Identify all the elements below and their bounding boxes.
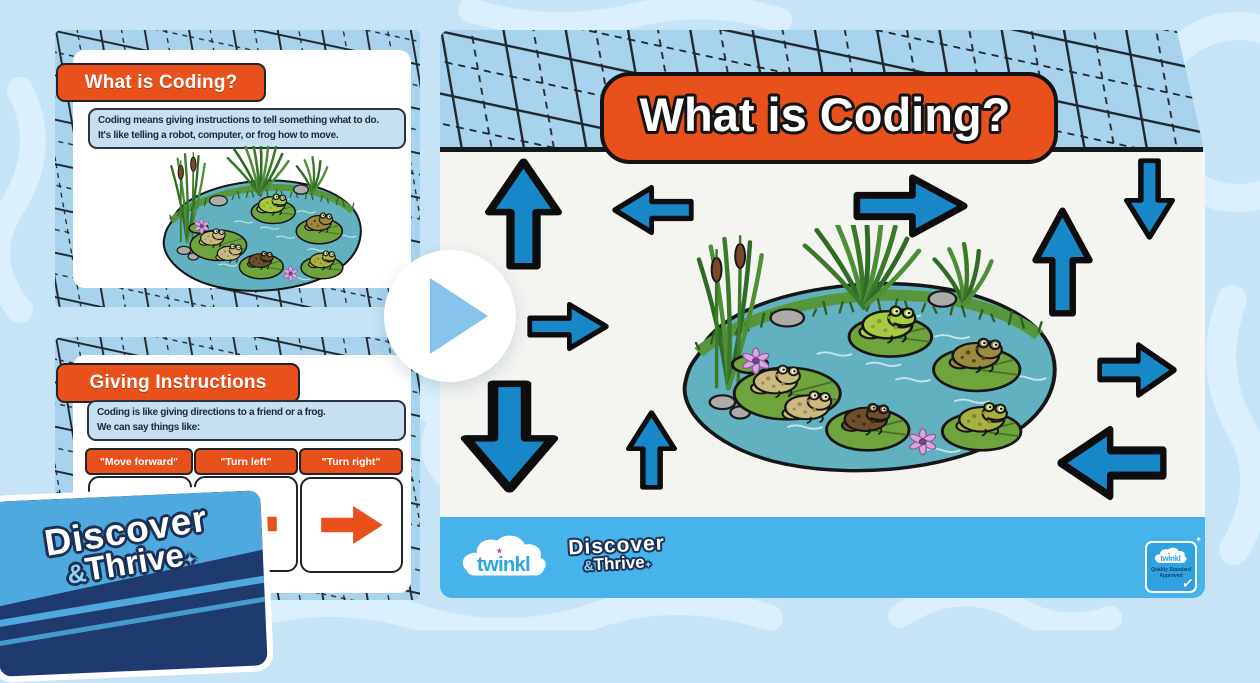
play-button[interactable] (384, 250, 516, 382)
up-arrow (482, 158, 565, 270)
main-title: What is Coding? (640, 88, 1011, 141)
slide1-title: What is Coding? (84, 71, 238, 93)
slide-thumbnail-1[interactable]: What is Coding? Coding means giving inst… (55, 30, 420, 307)
up-arrow (624, 410, 679, 490)
left-arrow (1057, 423, 1167, 503)
slide1-info-box: Coding means giving instructions to tell… (88, 108, 406, 149)
slide2-title-banner: Giving Instructions (56, 363, 300, 403)
pond-illustration (640, 225, 1072, 483)
down-arrow (1122, 158, 1177, 240)
direction-arrows (440, 30, 1205, 598)
twinkl-logo: twinkl ★ (458, 530, 552, 576)
turn-right-label: "Turn right" (299, 448, 403, 475)
move-forward-label: "Move forward" (85, 448, 193, 475)
slide2-body-line2: We can say things like: (97, 421, 200, 433)
check-icon: ✓ (1181, 574, 1195, 592)
sparkle-icon: ✦ (183, 550, 198, 569)
play-icon (430, 278, 488, 354)
twinkl-wordmark: twinkl (477, 554, 530, 576)
discover-thrive-logo: Discover &Thrive✦ (551, 531, 683, 578)
badge-text: Quality Standard Approved (1150, 567, 1191, 579)
down-arrow (457, 380, 562, 493)
discover-thrive-card: Discover &Thrive✦ (0, 483, 274, 683)
quality-standard-badge: twinkl ★ Quality Standard Approved ✓ ✦ (1145, 535, 1202, 593)
right-arrow (1097, 340, 1177, 400)
slide-footer: twinkl ★ Discover &Thrive✦ twinkl ★ Qual… (440, 517, 1205, 598)
background-doodles (0, 0, 1260, 630)
slide2-body-line1: Coding is like giving directions to a fr… (97, 407, 326, 418)
sparkle-icon: ✦ (1195, 535, 1202, 544)
star-icon: ★ (496, 546, 504, 556)
slide1-body-line2: It's like telling a robot, computer, or … (98, 129, 339, 141)
pond-illustration (140, 146, 370, 298)
right-arrow (527, 300, 609, 353)
right-arrow (853, 172, 968, 240)
sparkle-icon: ✦ (644, 560, 652, 570)
twinkl-badge-logo: twinkl ★ (1153, 546, 1189, 563)
left-arrow (612, 183, 694, 237)
svg-text:twinkl: twinkl (1160, 554, 1180, 563)
svg-text:★: ★ (1167, 552, 1170, 556)
slide1-title-banner: What is Coding? (56, 63, 266, 102)
main-title-banner: What is Coding? (600, 72, 1058, 164)
turn-left-label: "Turn left" (194, 448, 298, 475)
right-arrow-box (300, 477, 403, 573)
right-arrow-icon (319, 502, 385, 548)
slide2-info-box: Coding is like giving directions to a fr… (87, 400, 406, 441)
slide1-body-line1: Coding means giving instructions to tell… (98, 115, 379, 126)
main-slide-preview[interactable]: What is Coding? twinkl ★ Discover &Thriv… (440, 30, 1205, 598)
slide2-title: Giving Instructions (89, 372, 267, 393)
up-arrow (1030, 207, 1095, 317)
